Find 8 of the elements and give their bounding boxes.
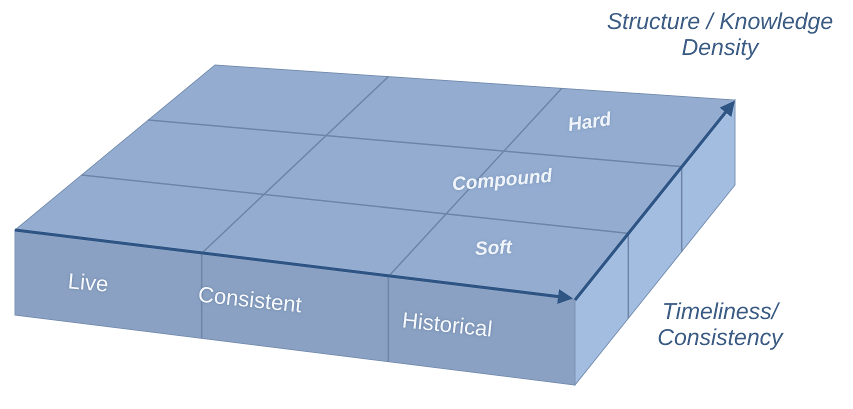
- row-label: Hard: [566, 109, 613, 137]
- row-label: Soft: [474, 237, 512, 261]
- column-label: Consistent: [196, 282, 303, 318]
- column-label: Historical: [400, 307, 494, 342]
- column-label: Live: [66, 268, 110, 297]
- axis-label: Structure / Knowledge Density: [606, 8, 834, 61]
- axis-label: Timeliness/ Consistency: [656, 298, 784, 351]
- row-label: Compound: [451, 166, 554, 196]
